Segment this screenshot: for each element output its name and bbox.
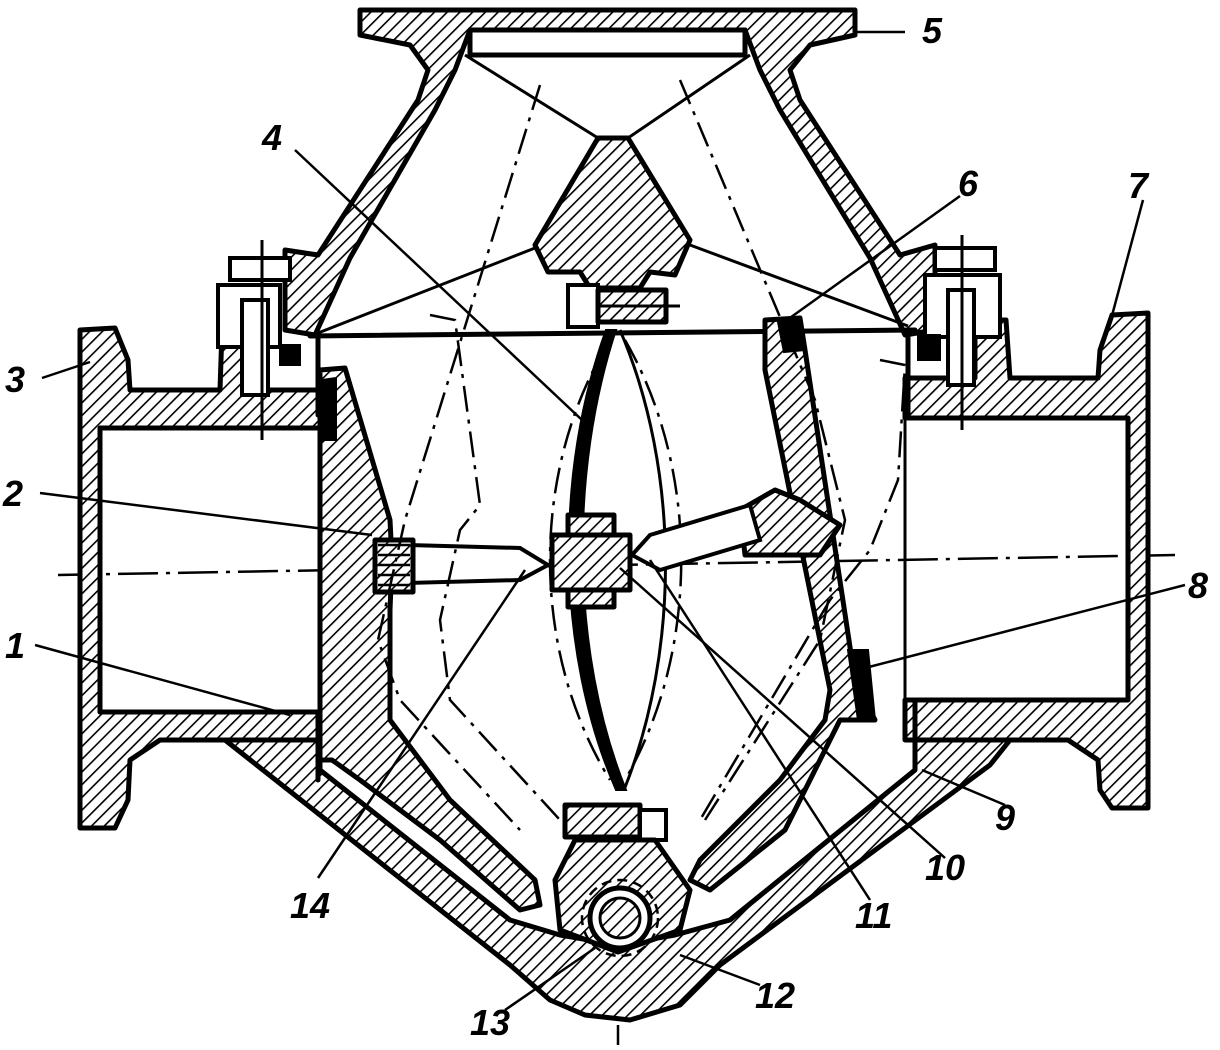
- callout-11: 11: [855, 895, 892, 936]
- callout-10: 10: [925, 847, 965, 888]
- right-outlet-flange: [902, 310, 1151, 811]
- swing-paths: [376, 79, 907, 831]
- top-mount-bolt: [566, 283, 680, 329]
- right-valve-seat: [687, 315, 878, 893]
- callout-6: 6: [958, 163, 979, 204]
- callout-5: 5: [922, 10, 943, 51]
- callout-2: 2: [2, 473, 23, 514]
- left-valve-seat: [317, 365, 543, 913]
- callout-3: 3: [5, 359, 25, 400]
- callout-labels: 1 2 3 4 5 6 7 8 9 10 11 12 13 14: [2, 10, 1208, 1043]
- callout-7: 7: [1128, 165, 1150, 206]
- right-flange-bolt: [917, 235, 1002, 430]
- left-flange-bolt: [216, 240, 301, 440]
- bottom-hinge: [552, 802, 693, 958]
- top-outlet-body: [282, 7, 938, 338]
- callout-13: 13: [470, 1002, 510, 1043]
- callout-9: 9: [995, 797, 1015, 838]
- disc-hub: [549, 512, 633, 610]
- guide-ribs: [317, 53, 909, 335]
- callout-8: 8: [1188, 565, 1208, 606]
- callout-14: 14: [290, 885, 330, 926]
- callout-12: 12: [755, 975, 795, 1016]
- callout-4: 4: [261, 117, 282, 158]
- top-wedge-divider: [532, 135, 693, 291]
- leader-lines: [34, 30, 1186, 1012]
- callout-1: 1: [5, 625, 25, 666]
- left-stem-assembly: [372, 537, 553, 595]
